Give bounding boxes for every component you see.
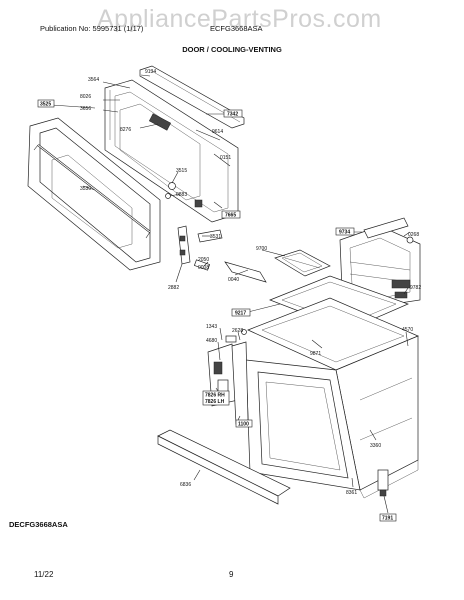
label-3360: 3360 [370, 443, 381, 449]
label-3525: 3525 [40, 102, 51, 108]
label-7826-rh: 7826 RH [205, 393, 225, 399]
label-7342: 7342 [227, 112, 238, 118]
label-3656: 3656 [80, 106, 91, 112]
label-2882: 2882 [168, 285, 179, 291]
label-4570: 4570 [402, 327, 413, 333]
label-9871: 9871 [310, 351, 321, 357]
label-box-3525 [37, 99, 55, 108]
label-0151: 0151 [220, 155, 231, 161]
label-1100: 1100 [238, 422, 249, 428]
part-labels: 3525 3530 3564 9134 8026 3656 8276 7342 … [37, 69, 421, 522]
label-2050: 2050 [198, 257, 209, 263]
label-8276: 8276 [120, 127, 131, 133]
leveling-leg [377, 469, 389, 497]
model-code: ECFG3668ASA [210, 24, 263, 33]
diagram-model-code: DECFG3668ASA [9, 520, 68, 529]
label-box-9734 [335, 227, 355, 236]
door-switch-assembly [207, 329, 249, 425]
outer-door-panel [27, 117, 161, 271]
label-9700: 9700 [256, 246, 267, 252]
label-box-7826 [202, 390, 230, 406]
watermark: AppliancePartsPros.com [97, 5, 382, 33]
label-9134: 9134 [145, 69, 156, 75]
label-3564: 3564 [88, 77, 99, 83]
label-1343: 1343 [206, 324, 217, 330]
footer-date: 11/22 [34, 570, 54, 579]
page-number: 9 [229, 570, 234, 579]
publication-number: Publication No: 5995731 (1/17) [40, 24, 144, 33]
label-7191: 7191 [382, 516, 393, 522]
label-box-7665 [221, 210, 241, 219]
label-2628: 2628 [232, 328, 243, 334]
label-0040: 0040 [228, 277, 239, 283]
label-8026: 8026 [80, 94, 91, 100]
vent-tube [224, 261, 267, 283]
label-box-1100 [235, 419, 253, 428]
label-3531: 3531 [210, 234, 221, 240]
label-9217: 9217 [235, 311, 246, 317]
label-7826-lh: 7826 LH [205, 399, 225, 405]
label-3515: 3515 [176, 168, 187, 174]
label-0268: 0268 [408, 232, 419, 238]
label-4680: 4680 [206, 338, 217, 344]
label-9782: 9782 [410, 285, 421, 291]
label-box-7191 [379, 513, 397, 522]
label-3530: 3530 [80, 186, 91, 192]
label-0883: 0883 [176, 192, 187, 198]
label-7665: 7665 [225, 213, 236, 219]
label-box-7342 [223, 109, 243, 118]
label-9614: 9614 [212, 129, 223, 135]
leader-lines [51, 74, 411, 514]
label-8361: 8361 [346, 490, 357, 496]
kick-panel [157, 429, 291, 505]
vent-duct [274, 249, 331, 277]
label-box-9217 [231, 308, 251, 317]
section-title: DOOR / COOLING-VENTING [182, 45, 282, 54]
label-9734: 9734 [339, 230, 350, 236]
label-6836: 6836 [180, 482, 191, 488]
label-0008: 0008 [198, 265, 209, 271]
oven-cavity [245, 297, 419, 499]
